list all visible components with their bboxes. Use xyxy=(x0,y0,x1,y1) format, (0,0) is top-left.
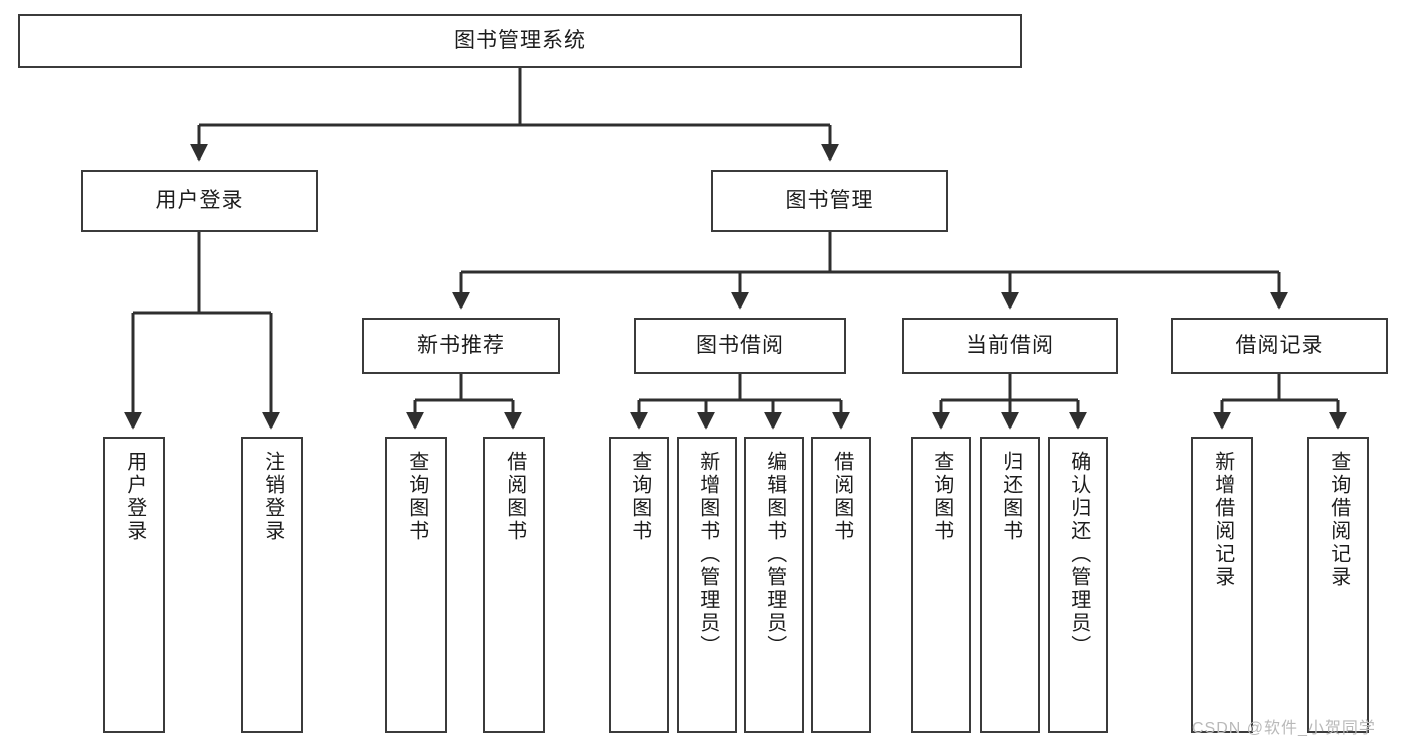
leaf-user-login-logout[interactable]: 注销登录 xyxy=(241,437,303,733)
node-borrow-record[interactable]: 借阅记录 xyxy=(1171,318,1388,374)
leaf-user-login-logout-label: 注销登录 xyxy=(261,451,284,543)
node-root-system-label: 图书管理系统 xyxy=(454,28,586,52)
leaf-book-borrow-edit-label: 编辑图书（管理员） xyxy=(763,451,786,658)
node-book-borrow-label: 图书借阅 xyxy=(696,333,784,357)
node-new-book-recommend-label: 新书推荐 xyxy=(417,333,505,357)
leaf-borrow-record-add[interactable]: 新增借阅记录 xyxy=(1191,437,1253,733)
node-user-login-label: 用户登录 xyxy=(155,188,244,212)
leaf-current-borrow-query[interactable]: 查询图书 xyxy=(911,437,971,733)
leaf-borrow-record-query-label: 查询借阅记录 xyxy=(1327,451,1350,589)
leaf-user-login-login-label: 用户登录 xyxy=(123,451,146,543)
leaf-book-borrow-borrow-label: 借阅图书 xyxy=(830,451,853,543)
node-book-management-label: 图书管理 xyxy=(785,188,874,212)
leaf-current-borrow-query-label: 查询图书 xyxy=(930,451,953,543)
node-current-borrow-label: 当前借阅 xyxy=(966,333,1054,357)
leaf-book-borrow-query[interactable]: 查询图书 xyxy=(609,437,669,733)
leaf-current-borrow-return-label: 归还图书 xyxy=(999,451,1022,543)
leaf-book-borrow-borrow[interactable]: 借阅图书 xyxy=(811,437,871,733)
leaf-new-book-query-label: 查询图书 xyxy=(405,451,428,543)
node-current-borrow[interactable]: 当前借阅 xyxy=(902,318,1118,374)
leaf-new-book-borrow-label: 借阅图书 xyxy=(503,451,526,543)
leaf-new-book-query[interactable]: 查询图书 xyxy=(385,437,447,733)
leaf-book-borrow-add-label: 新增图书（管理员） xyxy=(696,451,719,658)
leaf-current-borrow-confirm-label: 确认归还（管理员） xyxy=(1067,451,1090,658)
leaf-current-borrow-return[interactable]: 归还图书 xyxy=(980,437,1040,733)
leaf-borrow-record-query[interactable]: 查询借阅记录 xyxy=(1307,437,1369,733)
leaf-book-borrow-edit[interactable]: 编辑图书（管理员） xyxy=(744,437,804,733)
node-root-system[interactable]: 图书管理系统 xyxy=(18,14,1022,68)
csdn-watermark: CSDN @软件_小贺同学 xyxy=(1192,720,1376,737)
node-book-borrow[interactable]: 图书借阅 xyxy=(634,318,846,374)
leaf-new-book-borrow[interactable]: 借阅图书 xyxy=(483,437,545,733)
leaf-book-borrow-add[interactable]: 新增图书（管理员） xyxy=(677,437,737,733)
leaf-current-borrow-confirm[interactable]: 确认归还（管理员） xyxy=(1048,437,1108,733)
leaf-book-borrow-query-label: 查询图书 xyxy=(628,451,651,543)
node-new-book-recommend[interactable]: 新书推荐 xyxy=(362,318,560,374)
leaf-user-login-login[interactable]: 用户登录 xyxy=(103,437,165,733)
node-book-management[interactable]: 图书管理 xyxy=(711,170,948,232)
node-borrow-record-label: 借阅记录 xyxy=(1235,333,1324,357)
leaf-borrow-record-add-label: 新增借阅记录 xyxy=(1211,451,1234,589)
node-user-login[interactable]: 用户登录 xyxy=(81,170,318,232)
